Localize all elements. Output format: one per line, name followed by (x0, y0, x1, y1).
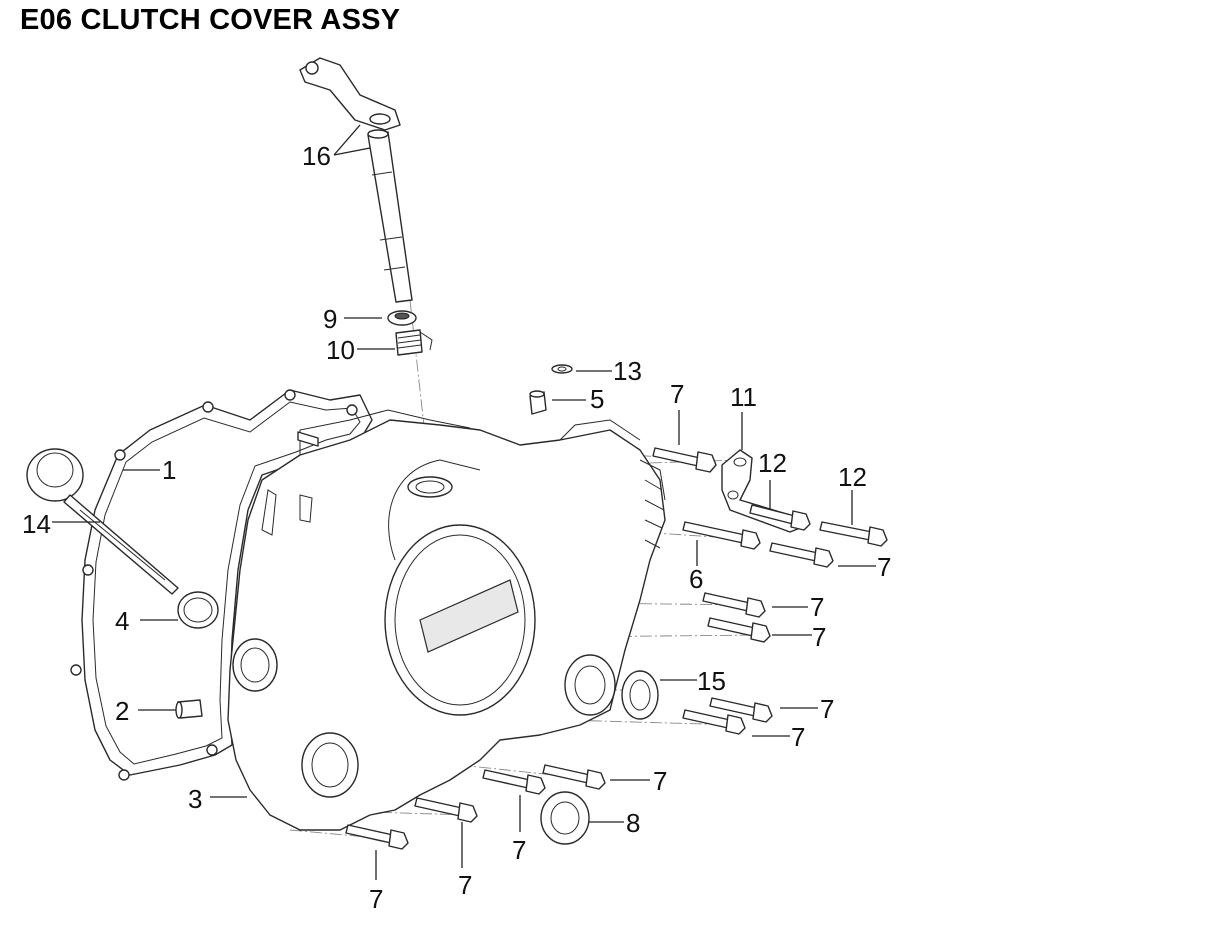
o-ring-4 (177, 591, 219, 629)
bolt-7-f (682, 709, 746, 735)
washer-13 (551, 364, 573, 374)
callout-12: 12 (838, 462, 867, 492)
oil-seal-15 (621, 670, 659, 720)
bolt-7-b (769, 542, 834, 568)
callout-2: 2 (115, 696, 129, 726)
return-spring-10 (395, 329, 433, 356)
bolt-7-e (709, 697, 773, 723)
callout-12: 12 (758, 448, 787, 478)
callout-4: 4 (115, 606, 129, 636)
callout-7: 7 (653, 766, 667, 796)
callout-7: 7 (670, 379, 684, 409)
page-title: E06 CLUTCH COVER ASSY (20, 4, 401, 36)
bolt-12-b (819, 521, 888, 547)
callout-7: 7 (812, 622, 826, 652)
bolt-7-d (707, 617, 771, 643)
oil-dipstick-14 (26, 448, 179, 595)
callout-3: 3 (188, 784, 202, 814)
callout-7: 7 (810, 592, 824, 622)
callout-14: 14 (22, 509, 51, 539)
bolt-6 (682, 521, 761, 550)
bolt-7-h (482, 769, 546, 795)
callout-6: 6 (689, 564, 703, 594)
clutch-lever-shaft (299, 57, 413, 303)
callout-7: 7 (820, 694, 834, 724)
gasket (70, 389, 373, 781)
bolt-7-j (345, 824, 409, 850)
leader-lines (52, 124, 876, 880)
oil-seal-8 (540, 791, 590, 845)
bolt-7-i (414, 797, 478, 823)
bolt-7-a (652, 447, 717, 473)
clutch-cover (227, 409, 666, 831)
dowel-pin-2 (175, 699, 203, 719)
callout-9: 9 (323, 304, 337, 334)
callout-8: 8 (626, 808, 640, 838)
callout-7: 7 (369, 884, 383, 914)
callout-7: 7 (877, 552, 891, 582)
bolt-7-g (542, 764, 606, 790)
callout-labels: 16 9 10 13 5 7 11 12 12 1 14 6 7 4 7 7 1… (22, 141, 891, 914)
callout-16: 16 (302, 141, 331, 171)
callout-15: 15 (697, 666, 726, 696)
dowel-pin-5 (529, 390, 547, 415)
bolt-12-a (749, 504, 811, 531)
callout-5: 5 (590, 384, 604, 414)
callout-13: 13 (613, 356, 642, 386)
bolts (345, 447, 888, 850)
callout-10: 10 (326, 335, 355, 365)
callout-7: 7 (512, 835, 526, 865)
callout-11: 11 (730, 382, 757, 412)
callout-7: 7 (458, 870, 472, 900)
oil-seal-9 (387, 310, 417, 326)
bolt-7-c (702, 592, 766, 618)
callout-1: 1 (162, 455, 176, 485)
callout-7: 7 (791, 722, 805, 752)
